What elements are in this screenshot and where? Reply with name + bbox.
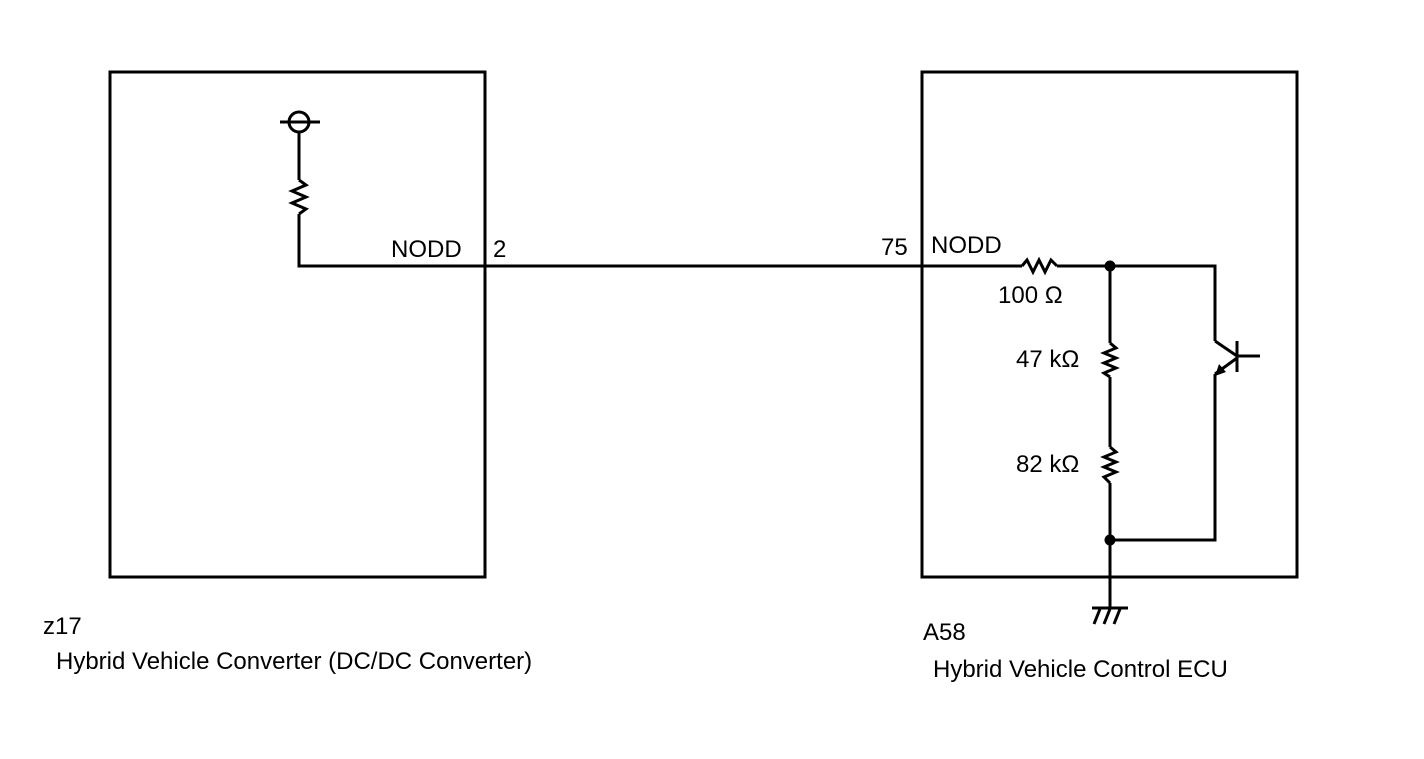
left-pin-name: NODD <box>391 236 462 263</box>
emitter-arrow-icon <box>1215 364 1226 376</box>
lower-resistor-icon <box>1100 445 1120 485</box>
junction-dot <box>1104 534 1116 546</box>
left-pin-number: 2 <box>493 236 507 263</box>
series-resistor-label: 100 Ω <box>998 282 1063 309</box>
left-unit-name: Hybrid Vehicle Converter (DC/DC Converte… <box>56 648 533 675</box>
pullup-resistor-icon <box>288 178 310 216</box>
dc-dc-converter-box <box>108 70 487 579</box>
upper-resistor-icon <box>1100 341 1120 379</box>
power-source-icon <box>280 110 320 134</box>
upper-resistor-label: 47 kΩ <box>1016 346 1080 373</box>
wire-collector <box>1057 264 1217 341</box>
nodd-signal-wire <box>297 214 1022 268</box>
series-resistor-icon <box>1020 256 1059 276</box>
left-connector-id: z17 <box>43 613 82 640</box>
right-connector-id: A58 <box>923 619 966 646</box>
right-pin-number: 75 <box>881 234 908 261</box>
junction-dot <box>1104 260 1116 272</box>
right-pin-name: NODD <box>931 232 1002 259</box>
lower-resistor-label: 82 kΩ <box>1016 451 1080 478</box>
right-unit-name: Hybrid Vehicle Control ECU <box>933 656 1228 683</box>
wire-emitter <box>1110 374 1217 542</box>
ground-icon <box>1092 606 1128 625</box>
